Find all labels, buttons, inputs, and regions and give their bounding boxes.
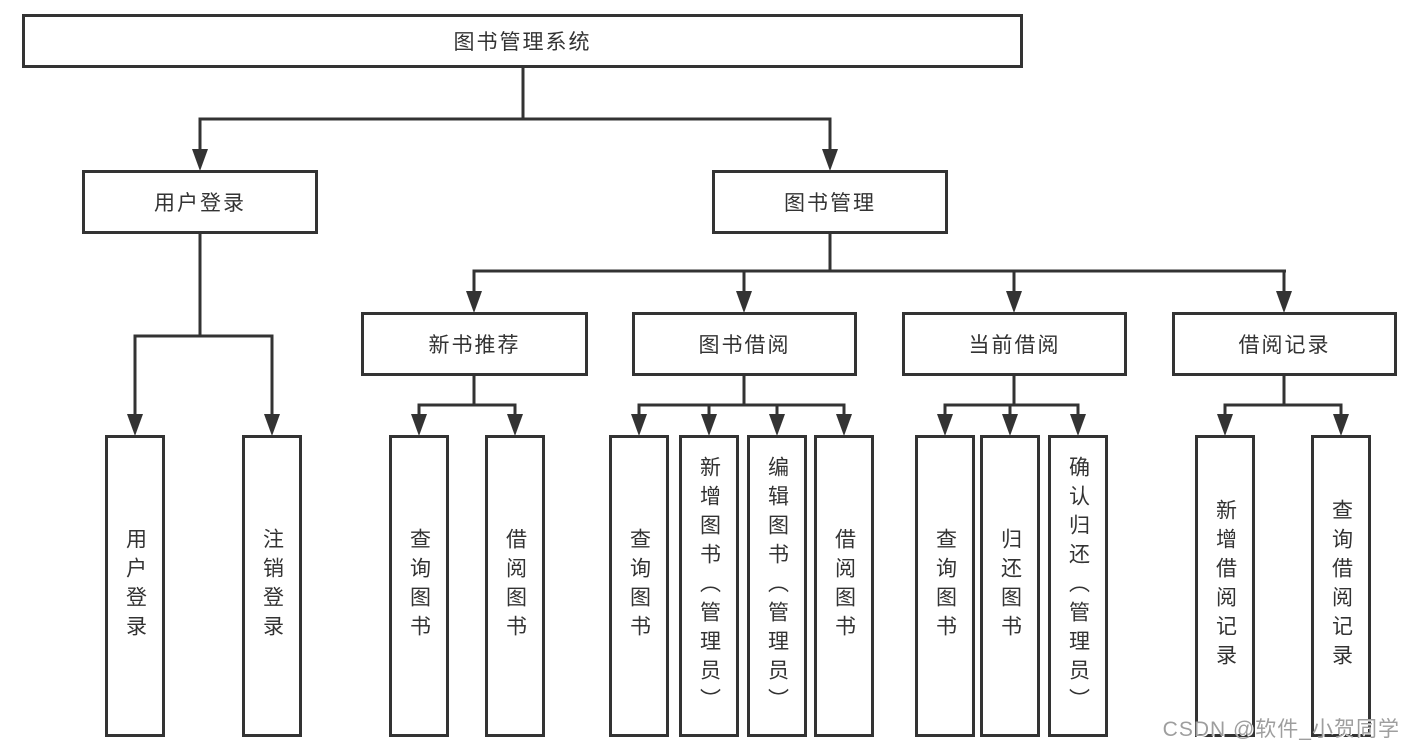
node-borrow-record-label: 借阅记录 xyxy=(1238,334,1331,357)
node-user-login-label: 用户登录 xyxy=(154,192,246,215)
leaf-edit-book-admin: 编辑图书（管理员） xyxy=(747,435,807,737)
leaf-user-login-label: 用户登录 xyxy=(123,528,147,644)
leaf-add-borrow-record-label: 新增借阅记录 xyxy=(1213,499,1237,673)
connector-borrow-record-branch xyxy=(1223,376,1343,415)
node-user-login: 用户登录 xyxy=(82,170,318,234)
connector-root-to-level1 xyxy=(198,68,832,150)
node-new-book-recommend-label: 新书推荐 xyxy=(428,334,521,357)
connector-new-book-branch xyxy=(417,376,517,415)
leaf-query-books-recommend-label: 查询图书 xyxy=(407,528,431,644)
leaf-logout: 注销登录 xyxy=(242,435,302,737)
leaf-query-books-current: 查询图书 xyxy=(915,435,975,737)
connector-current-borrow-branch xyxy=(943,376,1080,415)
node-current-borrow: 当前借阅 xyxy=(902,312,1127,376)
node-new-book-recommend: 新书推荐 xyxy=(361,312,588,376)
leaf-add-borrow-record: 新增借阅记录 xyxy=(1195,435,1255,737)
leaf-query-borrow-record: 查询借阅记录 xyxy=(1311,435,1371,737)
connector-book-borrow-branch xyxy=(637,376,846,415)
node-book-borrow-label: 图书借阅 xyxy=(698,334,791,357)
leaf-query-books-borrow: 查询图书 xyxy=(609,435,669,737)
leaf-borrow-books: 借阅图书 xyxy=(814,435,874,737)
node-book-management-label: 图书管理 xyxy=(784,192,876,215)
leaf-borrow-books-recommend: 借阅图书 xyxy=(485,435,545,737)
leaf-return-books: 归还图书 xyxy=(980,435,1040,737)
leaf-query-books-current-label: 查询图书 xyxy=(933,528,957,644)
leaf-return-books-label: 归还图书 xyxy=(998,528,1022,644)
leaf-confirm-return-admin-label: 确认归还（管理员） xyxy=(1066,455,1090,717)
leaf-edit-book-admin-label: 编辑图书（管理员） xyxy=(765,455,789,717)
leaf-query-books-recommend: 查询图书 xyxy=(389,435,449,737)
csdn-watermark: CSDN @软件_小贺同学 xyxy=(1162,718,1400,741)
connector-book-management-branch xyxy=(472,234,1286,292)
leaf-add-book-admin: 新增图书（管理员） xyxy=(679,435,739,737)
leaf-borrow-books-recommend-label: 借阅图书 xyxy=(503,528,527,644)
node-root-system: 图书管理系统 xyxy=(22,14,1023,68)
leaf-add-book-admin-label: 新增图书（管理员） xyxy=(697,455,721,717)
node-current-borrow-label: 当前借阅 xyxy=(968,334,1061,357)
leaf-logout-label: 注销登录 xyxy=(260,528,284,644)
node-borrow-record: 借阅记录 xyxy=(1172,312,1397,376)
leaf-user-login: 用户登录 xyxy=(105,435,165,737)
node-book-management: 图书管理 xyxy=(712,170,948,234)
leaf-query-borrow-record-label: 查询借阅记录 xyxy=(1329,499,1353,673)
connector-user-login-branch xyxy=(133,234,274,415)
leaf-query-books-borrow-label: 查询图书 xyxy=(627,528,651,644)
leaf-confirm-return-admin: 确认归还（管理员） xyxy=(1048,435,1108,737)
arrowheads xyxy=(127,149,1349,436)
leaf-borrow-books-label: 借阅图书 xyxy=(832,528,856,644)
node-root-label: 图书管理系统 xyxy=(453,31,592,54)
node-book-borrow: 图书借阅 xyxy=(632,312,857,376)
